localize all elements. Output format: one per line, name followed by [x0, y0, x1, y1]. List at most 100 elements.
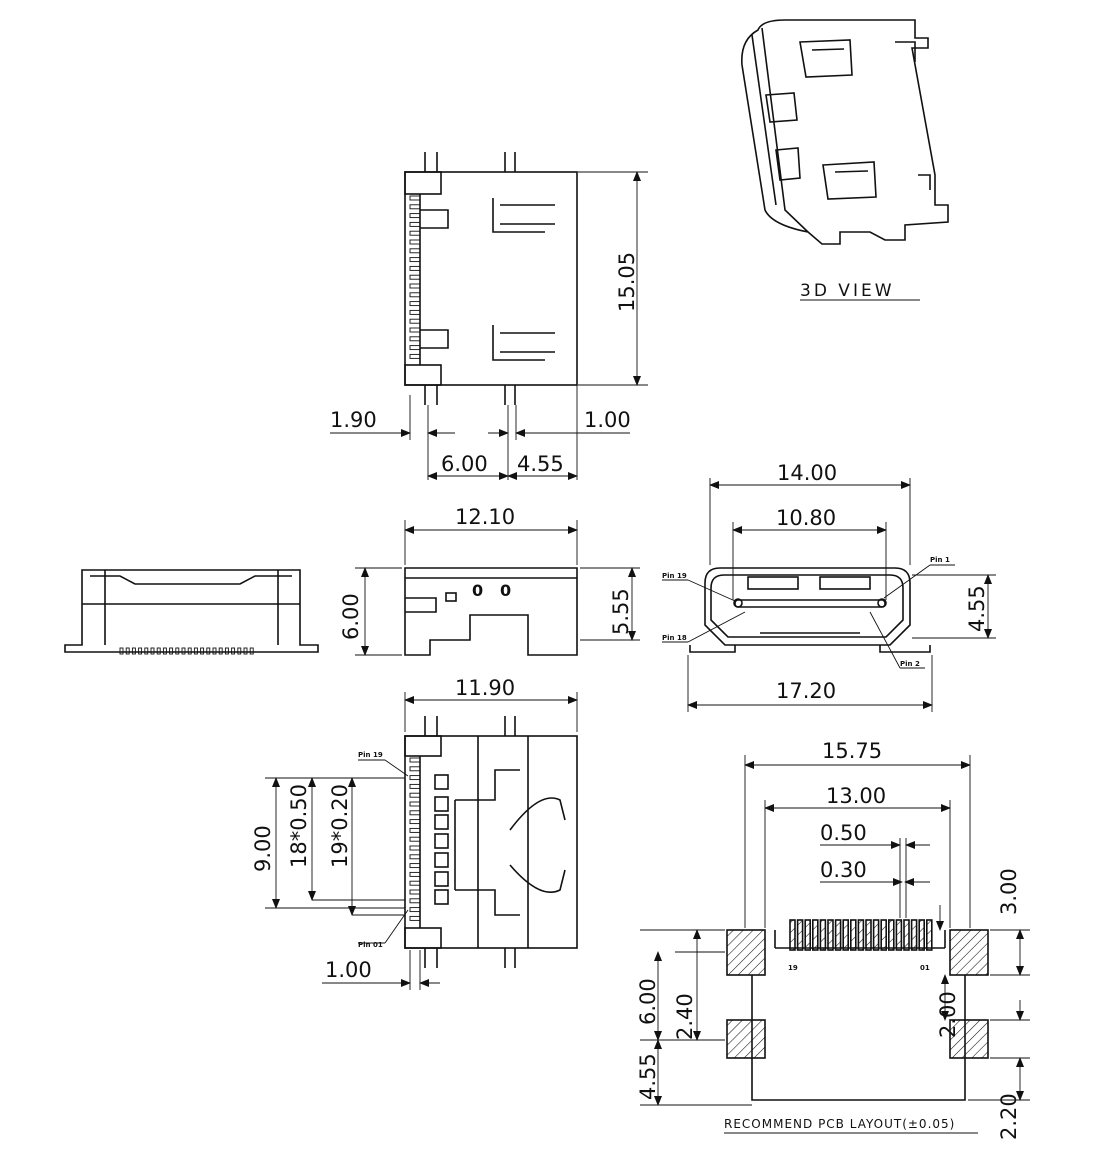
dim-pcb-width: 15.75 [822, 739, 882, 763]
pin-tooth [187, 647, 192, 655]
pin-tooth [212, 647, 217, 655]
pin-tooth [409, 845, 421, 851]
dim-bottom-width: 11.90 [455, 676, 515, 700]
contact-pad [434, 774, 449, 790]
pin-tooth [409, 871, 421, 877]
pin-tooth [409, 766, 421, 772]
pin-tooth [409, 836, 421, 842]
pin-tooth [150, 647, 155, 655]
pin-tooth [181, 647, 186, 655]
dim-top-height: 15.05 [615, 252, 639, 312]
signal-pad [804, 919, 812, 951]
pin-mark-a: 0 [472, 581, 483, 600]
dim-pcb-right-gap: 2.00 [936, 991, 960, 1038]
pin-tooth [125, 647, 130, 655]
signal-pad [789, 919, 796, 951]
contact-pad [434, 852, 449, 868]
pin-tooth [409, 783, 421, 789]
pin-tooth [144, 647, 149, 655]
signal-pad [918, 919, 926, 951]
pin-tooth [409, 915, 421, 921]
pad-01-label: 01 [920, 964, 930, 972]
pin-tooth [409, 301, 421, 307]
pin-comb-side [119, 647, 254, 655]
pin-comb-bottom [409, 757, 421, 921]
signal-pad [865, 919, 872, 951]
pin-tooth [409, 248, 421, 254]
dim-pcb-pad-height: 3.00 [997, 868, 1021, 915]
pcb-layout: 19 01 15.75 13.00 0.50 0.30 3.00 2.00 [636, 739, 1030, 1140]
pin-tooth [169, 647, 174, 655]
dim-mid-inner: 5.55 [609, 588, 633, 635]
pin-tooth [119, 647, 124, 655]
pin-tooth [409, 907, 421, 913]
pin-tooth [409, 801, 421, 807]
dim-bottom-pins: 19*0.20 [328, 784, 352, 868]
dim-top-pitch-a: 6.00 [441, 452, 488, 476]
pin-tooth [156, 647, 161, 655]
pin-tooth [409, 292, 421, 298]
pin-tooth [218, 647, 223, 655]
pin-tooth [409, 265, 421, 271]
pin-tooth [200, 647, 205, 655]
dim-pcb-left-gap: 2.40 [673, 993, 697, 1040]
pin-tooth [409, 810, 421, 816]
signal-pad [925, 919, 933, 951]
pin-tooth [409, 283, 421, 289]
contact-pad [434, 871, 449, 887]
bottom-pin-01-label: Pin 01 [358, 941, 383, 949]
dim-front-total: 17.20 [776, 679, 836, 703]
signal-pad [910, 919, 918, 951]
dim-pcb-left-lower: 4.55 [636, 1053, 660, 1100]
signal-pad [880, 919, 888, 951]
pin-tooth [224, 647, 229, 655]
pin-tooth [409, 204, 421, 210]
pin-tooth [237, 647, 242, 655]
pin-tooth [409, 827, 421, 833]
dim-top-right: 1.00 [584, 408, 631, 432]
pin-tooth [409, 230, 421, 236]
bottom-view: 11.90 9.00 18*0.50 19*0.20 1.00 Pin 19 P… [251, 676, 578, 990]
pin-tooth [193, 647, 198, 655]
3d-view: 3D VIEW [741, 19, 949, 301]
pin-tooth [409, 213, 421, 219]
pin-tooth [131, 647, 136, 655]
pin-tooth [409, 336, 421, 342]
bottom-pin-19-label: Pin 19 [358, 751, 383, 759]
dim-mid-height: 6.00 [339, 593, 363, 640]
pad-19-label: 19 [788, 964, 798, 972]
middle-view: 0 0 12.10 6.00 5.55 [339, 505, 640, 656]
pin-tooth [409, 274, 421, 280]
pin-tooth [409, 195, 421, 201]
signal-pad [796, 919, 804, 951]
dim-bottom-span: 9.00 [251, 825, 275, 872]
pcb-signal-pads [789, 919, 933, 951]
signal-pad [895, 919, 903, 951]
signal-pad [887, 919, 895, 951]
dim-pcb-right-lower: 2.20 [997, 1093, 1021, 1140]
pin-2-label: Pin 2 [900, 660, 920, 668]
top-view: 15.05 1.90 1.00 6.00 4.55 [330, 152, 648, 480]
pin-tooth [409, 318, 421, 324]
pin-tooth [409, 819, 421, 825]
signal-pad [903, 919, 910, 951]
pin-tooth [409, 880, 421, 886]
pin-tooth [409, 327, 421, 333]
pin-tooth [409, 309, 421, 315]
front-view: 14.00 10.80 4.55 17.20 Pin 19 Pin 18 Pin… [662, 461, 996, 712]
pin-tooth [175, 647, 180, 655]
contact-pad [434, 889, 449, 905]
pad-row-bottom [434, 774, 449, 905]
pin-tooth [243, 647, 248, 655]
side-view [64, 569, 319, 655]
pin-tooth [409, 345, 421, 351]
signal-pad [827, 919, 834, 951]
signal-pad [819, 919, 827, 951]
dim-mid-width: 12.10 [455, 505, 515, 529]
dim-pcb-pad: 0.30 [820, 858, 867, 882]
signal-pad [811, 919, 819, 951]
pin-tooth [409, 854, 421, 860]
signal-pad [849, 919, 857, 951]
pin-tooth [138, 647, 143, 655]
pin-tooth [409, 863, 421, 869]
